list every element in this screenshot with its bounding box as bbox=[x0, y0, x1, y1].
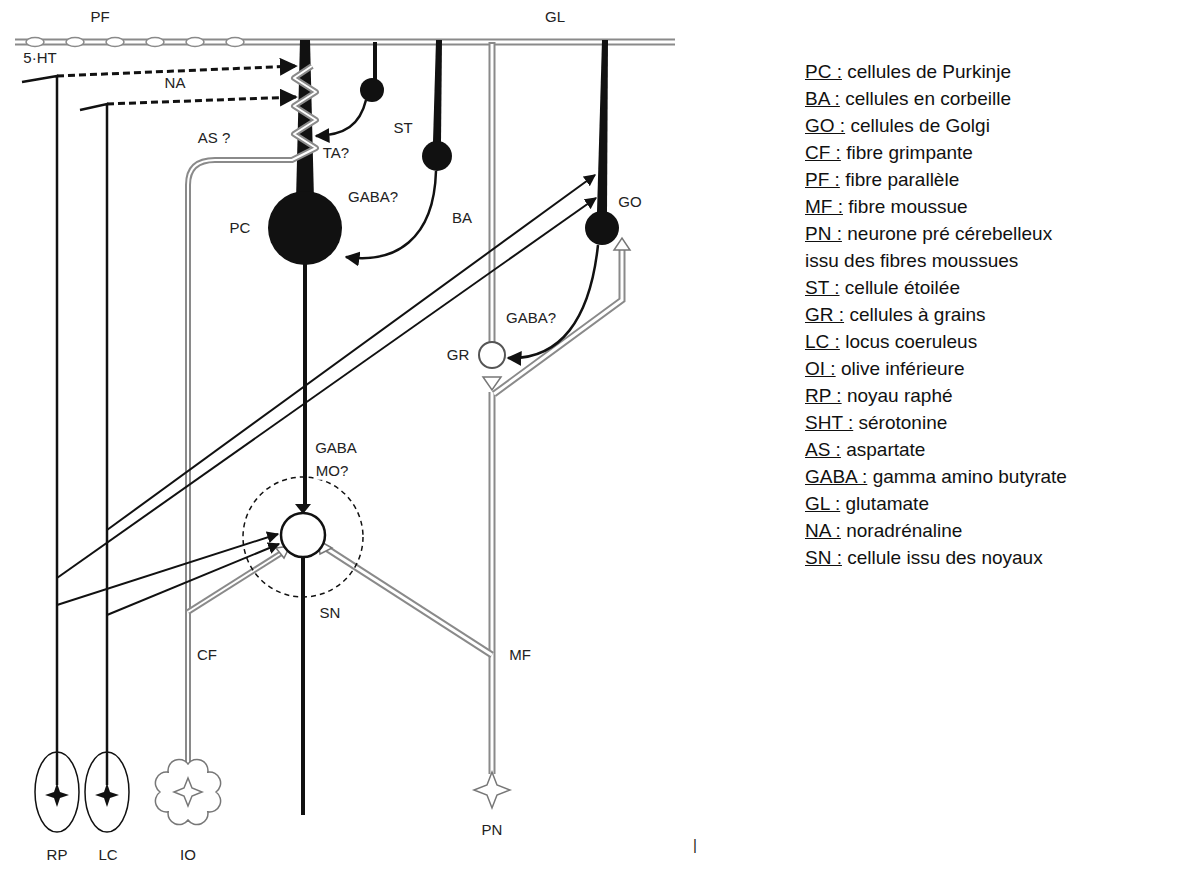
key-entry: GR :cellules à grains bbox=[805, 301, 1080, 328]
key-definition: sérotonine bbox=[859, 412, 948, 433]
key-abbreviation: RP : bbox=[805, 385, 842, 406]
key-abbreviation: AS : bbox=[805, 439, 841, 460]
key-definition: olive inférieure bbox=[841, 358, 965, 379]
key-definition: cellule étoilée bbox=[845, 277, 960, 298]
key-abbreviation: SHT : bbox=[805, 412, 853, 433]
key-entry: SHT : sérotonine bbox=[805, 409, 1080, 436]
key-abbreviation: PN : bbox=[805, 223, 842, 244]
key-abbreviation: OI : bbox=[805, 358, 836, 379]
nucleus-label: LC bbox=[96, 847, 119, 864]
nucleus-label: IO bbox=[178, 847, 198, 864]
key-abbreviation: PC : bbox=[805, 61, 842, 82]
key-definition: neurone pré cérebelleux issu des fibres … bbox=[805, 223, 1052, 271]
key-definition: cellule issu des noyaux bbox=[847, 547, 1042, 568]
key-definition: locus coeruleus bbox=[845, 331, 977, 352]
basket-cell bbox=[346, 40, 452, 258]
transmitter-label: AS ? bbox=[196, 130, 233, 147]
key-entry: GL : glutamate bbox=[805, 490, 1080, 517]
key-abbreviation: BA : bbox=[805, 88, 840, 109]
key-definition: cellules de Golgi bbox=[850, 115, 989, 136]
key-definition: fibre parallèle bbox=[845, 169, 959, 190]
cell-label: BA bbox=[450, 210, 474, 227]
key-abbreviation: ST : bbox=[805, 277, 840, 298]
key-abbreviation: GR : bbox=[805, 304, 844, 325]
transmitter-label: 5·HT bbox=[21, 50, 58, 67]
key-abbreviation: GO : bbox=[805, 115, 845, 136]
monoamine-fibers bbox=[22, 66, 596, 832]
key-definition: noradrénaline bbox=[846, 520, 962, 541]
abbreviation-key: PC :cellules de PurkinjeBA :cellules en … bbox=[805, 58, 1080, 571]
key-entry: SN :cellule issu des noyaux bbox=[805, 544, 1080, 571]
transmitter-label: GABA bbox=[313, 440, 359, 457]
cell-label: SN bbox=[318, 605, 343, 622]
key-entry: CF :fibre grimpante bbox=[805, 139, 1080, 166]
stellate-cell bbox=[316, 42, 384, 136]
transmitter-label: MO? bbox=[314, 463, 351, 480]
fiber-label: CF bbox=[195, 647, 219, 664]
cell-label: PC bbox=[228, 220, 253, 237]
transmitter-label: NA bbox=[163, 75, 188, 92]
key-entry: GABA : gamma amino butyrate bbox=[805, 463, 1080, 490]
stray-mark: | bbox=[691, 837, 699, 854]
key-abbreviation: GL : bbox=[805, 493, 840, 514]
key-entry: RP :noyau raphé bbox=[805, 382, 1080, 409]
nucleus-label: RP bbox=[45, 847, 70, 864]
transmitter-label: TA? bbox=[321, 145, 351, 162]
key-abbreviation: LC : bbox=[805, 331, 840, 352]
key-entry: LC :locus coeruleus bbox=[805, 328, 1080, 355]
key-definition: cellules en corbeille bbox=[845, 88, 1011, 109]
fiber-label: MF bbox=[507, 647, 533, 664]
key-definition: glutamate bbox=[846, 493, 929, 514]
cell-label: GR bbox=[445, 347, 472, 364]
fiber-label: PF bbox=[88, 9, 111, 26]
key-definition: fibre moussue bbox=[848, 196, 967, 217]
key-entry: GO :cellules de Golgi bbox=[805, 112, 1080, 139]
key-abbreviation: PF : bbox=[805, 169, 840, 190]
transmitter-label: GABA? bbox=[346, 189, 400, 206]
key-entry: BA :cellules en corbeille bbox=[805, 85, 1080, 112]
key-entry: NA :noradrénaline bbox=[805, 517, 1080, 544]
key-entry: PN :neurone pré cérebelleux issu des fib… bbox=[805, 220, 1080, 274]
key-abbreviation: CF : bbox=[805, 142, 841, 163]
granule-cell bbox=[479, 42, 505, 368]
key-definition: gamma amino butyrate bbox=[873, 466, 1067, 487]
key-definition: cellules à grains bbox=[849, 304, 985, 325]
key-entry: AS :aspartate bbox=[805, 436, 1080, 463]
key-entry: PC :cellules de Purkinje bbox=[805, 58, 1080, 85]
key-entry: ST :cellule étoilée bbox=[805, 274, 1080, 301]
key-abbreviation: SN : bbox=[805, 547, 842, 568]
transmitter-label: GABA? bbox=[504, 310, 558, 327]
mossy-fiber bbox=[318, 238, 630, 808]
nuclear-cell bbox=[243, 477, 363, 815]
climbing-fiber bbox=[155, 66, 316, 825]
cell-label: GO bbox=[616, 194, 643, 211]
key-entry: MF :fibre moussue bbox=[805, 193, 1080, 220]
key-entry: PF :fibre parallèle bbox=[805, 166, 1080, 193]
transmitter-label: GL bbox=[543, 9, 567, 26]
parallel-fiber bbox=[15, 38, 675, 47]
key-definition: aspartate bbox=[846, 439, 925, 460]
key-abbreviation: MF : bbox=[805, 196, 843, 217]
key-definition: cellules de Purkinje bbox=[847, 61, 1011, 82]
key-abbreviation: NA : bbox=[805, 520, 841, 541]
cell-label: PN bbox=[480, 822, 505, 839]
key-entry: OI :olive inférieure bbox=[805, 355, 1080, 382]
key-definition: noyau raphé bbox=[847, 385, 953, 406]
key-abbreviation: GABA : bbox=[805, 466, 867, 487]
key-definition: fibre grimpante bbox=[846, 142, 973, 163]
cell-label: ST bbox=[391, 120, 414, 137]
